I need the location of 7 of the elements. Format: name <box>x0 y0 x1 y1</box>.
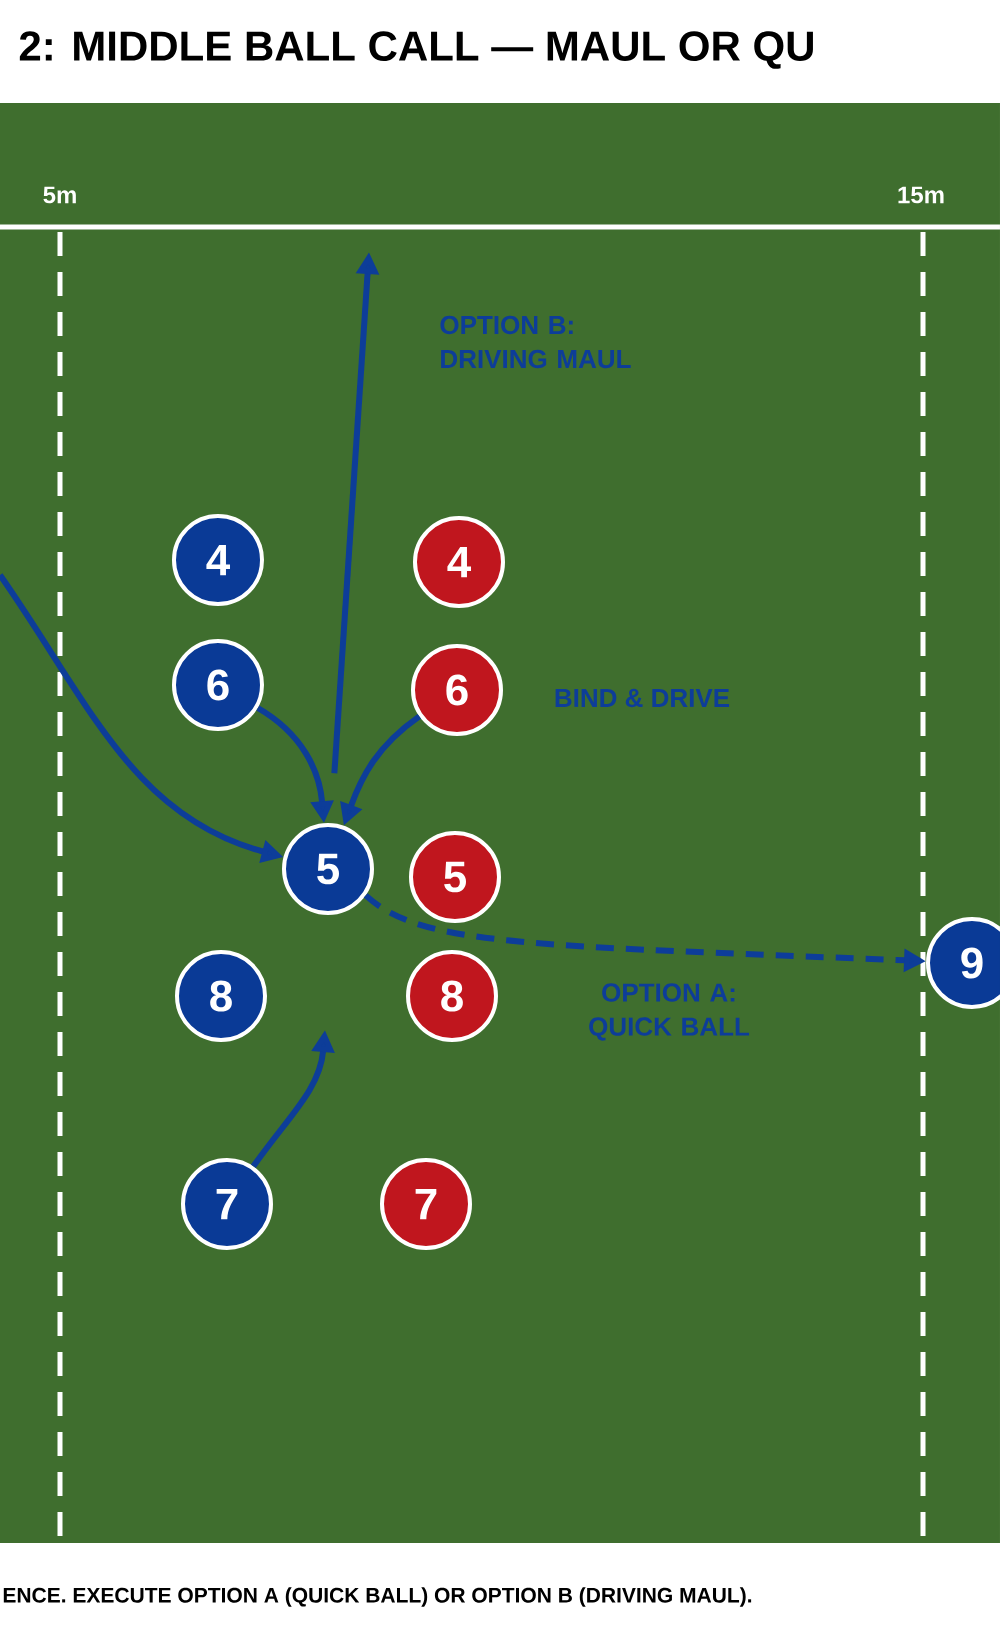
option-label: OPTION A: QUICK BALL <box>589 983 750 1041</box>
caption: ENCE. EXECUTE OPTION A (QUICK BALL) OR OPTION B (DRIVING MAUL). <box>3 1587 752 1607</box>
option-label: OPTION B: DRIVING MAUL <box>440 315 631 369</box>
distance-label: 15m <box>898 186 944 204</box>
distance-label: 5m <box>43 186 76 204</box>
title: 2: MIDDLE BALL CALL — MAUL OR QU <box>19 31 813 69</box>
instruction-label: BIND & DRIVE <box>555 688 730 708</box>
